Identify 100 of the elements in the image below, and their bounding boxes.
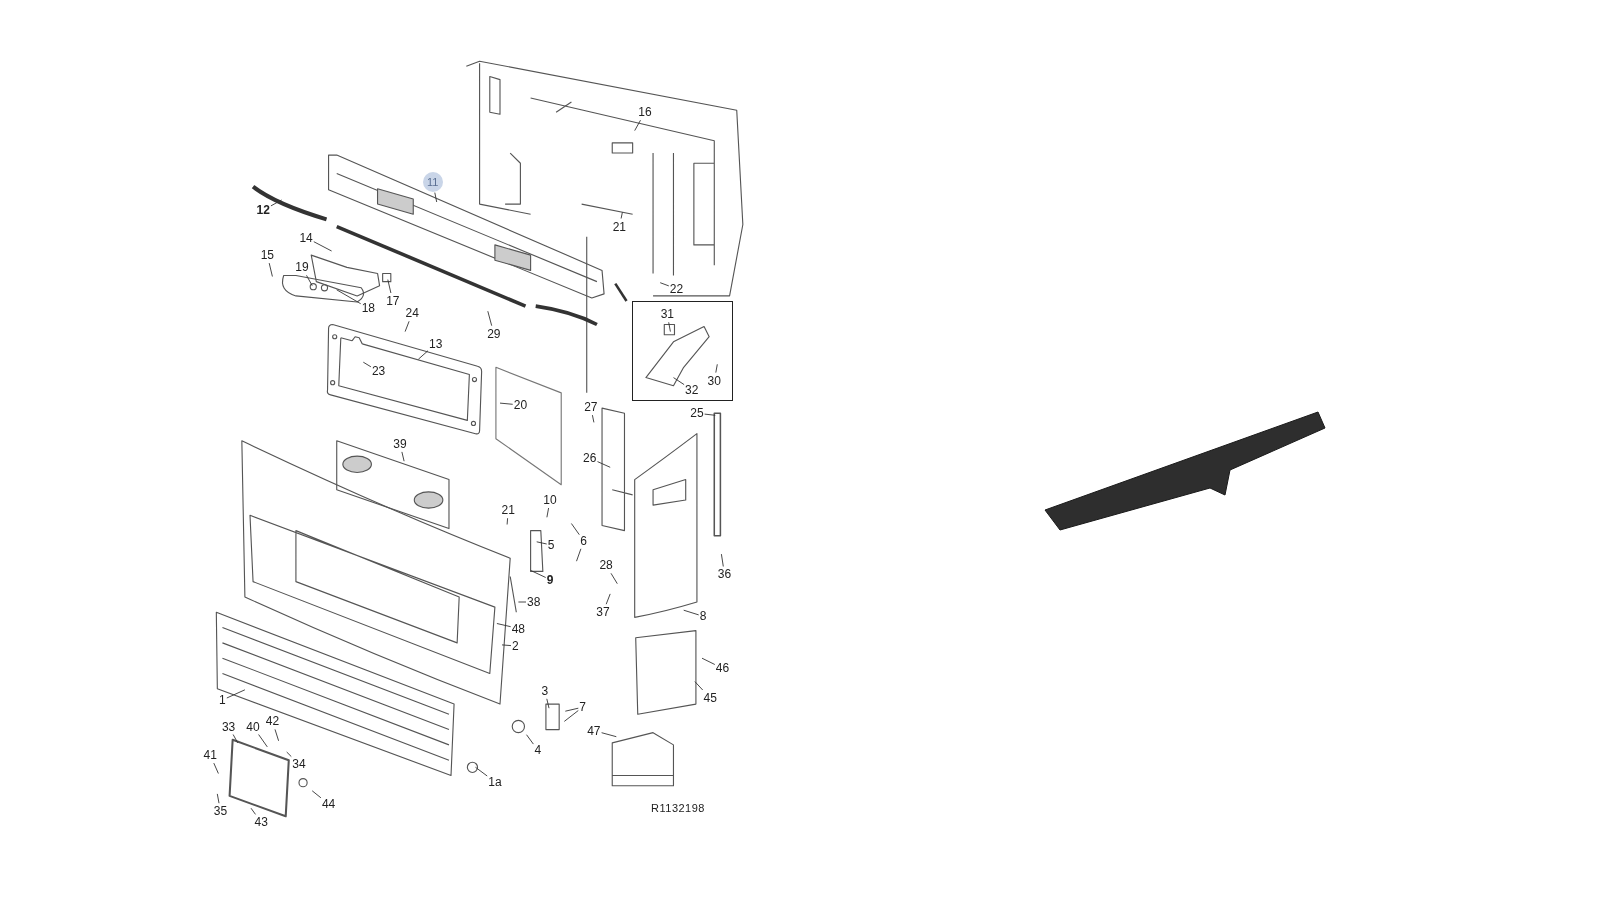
callout-number: 1a (488, 774, 502, 789)
callout-number: 19 (295, 260, 309, 275)
leader-line (226, 689, 246, 699)
callout-number: 33 (221, 719, 236, 734)
callout-number: 11 (422, 171, 443, 192)
callout-number: 1 (219, 693, 226, 707)
leader-line (683, 609, 700, 616)
leader-line (274, 728, 280, 742)
leader-line (499, 402, 514, 405)
callout-number: 26 (583, 451, 597, 466)
callout-number: 44 (321, 797, 336, 812)
leader-line (401, 451, 405, 462)
callout-number: 25 (690, 406, 704, 421)
callout-number: 12 (256, 203, 270, 218)
callout-number: 24 (405, 306, 419, 321)
callout-number: 42 (265, 714, 280, 729)
leader-line (563, 710, 579, 722)
leader-line (564, 707, 579, 712)
callout-number: 21 (501, 503, 515, 518)
callout-number: 22 (669, 281, 684, 296)
leader-line (546, 698, 550, 709)
callout-number: 47 (587, 723, 601, 738)
leader-line (434, 192, 438, 203)
leader-line (496, 623, 512, 628)
leader-line (268, 262, 273, 277)
leader-line (634, 119, 641, 132)
leader-line (704, 413, 716, 416)
callout-number: 4 (534, 743, 542, 757)
leader-line (270, 199, 283, 207)
callout-number: 41 (203, 748, 217, 763)
callout-number: 39 (393, 436, 407, 451)
callout-number: 15 (260, 248, 274, 263)
callout-number: 46 (715, 661, 730, 676)
leader-line (526, 734, 534, 745)
leader-line (715, 363, 718, 374)
callout-number: 30 (707, 373, 721, 388)
leader-line (597, 461, 611, 468)
leader-line (487, 310, 493, 327)
callout-number: 3 (541, 683, 549, 698)
callout-number: 9 (546, 572, 554, 587)
callout-number: 27 (584, 400, 598, 415)
inset-detail-frame (631, 301, 733, 401)
callout-number: 38 (527, 595, 541, 610)
leader-line (668, 321, 671, 333)
callout-number: 28 (599, 558, 613, 573)
leader-line (306, 274, 313, 287)
callout-number: 17 (386, 294, 400, 308)
callout-number: 34 (292, 757, 306, 772)
leader-line (576, 548, 582, 562)
callout-number: 48 (511, 621, 526, 636)
leader-line (336, 289, 362, 305)
leader-line (216, 793, 220, 804)
callout-number: 2 (511, 638, 519, 653)
leader-line (313, 241, 333, 252)
callout-number: 16 (638, 105, 652, 120)
leader-line (506, 517, 509, 525)
leader-line (258, 734, 268, 748)
leader-line (517, 601, 527, 603)
leader-line (536, 541, 548, 545)
leader-line (475, 766, 488, 777)
callout-number: 5 (547, 537, 555, 552)
leader-line (387, 279, 392, 294)
callout-number: 31 (660, 307, 674, 322)
callout-number: 32 (685, 382, 699, 397)
leader-line (530, 569, 547, 578)
callout-number: 8 (699, 609, 707, 624)
callout-number: 14 (299, 230, 313, 245)
leader-line (417, 350, 429, 360)
callout-number: 21 (612, 219, 627, 234)
leader-line (694, 681, 704, 691)
callout-number: 6 (580, 533, 587, 548)
callout-number: 18 (361, 301, 376, 316)
leader-line (610, 572, 618, 585)
leader-line (311, 790, 322, 799)
callout-number: 36 (717, 567, 732, 582)
leader-line (250, 807, 256, 815)
callout-number: 29 (487, 326, 501, 341)
callout-number: 45 (703, 690, 717, 705)
leader-line (501, 644, 512, 647)
callout-number: 20 (513, 398, 528, 413)
callout-number: 10 (543, 493, 557, 507)
callout-number: 43 (254, 815, 268, 830)
callout-number: 35 (213, 804, 228, 819)
callout-number: 13 (429, 336, 443, 351)
leader-line (232, 734, 239, 744)
leader-line (570, 523, 580, 536)
callout-number: 7 (579, 700, 586, 715)
leader-line (213, 762, 219, 774)
callout-number: 23 (371, 364, 386, 379)
leader-line (601, 732, 617, 738)
leader-line (673, 377, 685, 386)
leader-line (591, 414, 595, 423)
leader-line (286, 751, 292, 758)
leader-line (620, 211, 623, 219)
leader-line (362, 361, 372, 368)
leader-line (659, 282, 670, 287)
leader-line (701, 657, 716, 665)
drawing-number: R1132198 (651, 802, 705, 815)
callout-number: 40 (246, 719, 260, 734)
leader-line (404, 320, 410, 333)
